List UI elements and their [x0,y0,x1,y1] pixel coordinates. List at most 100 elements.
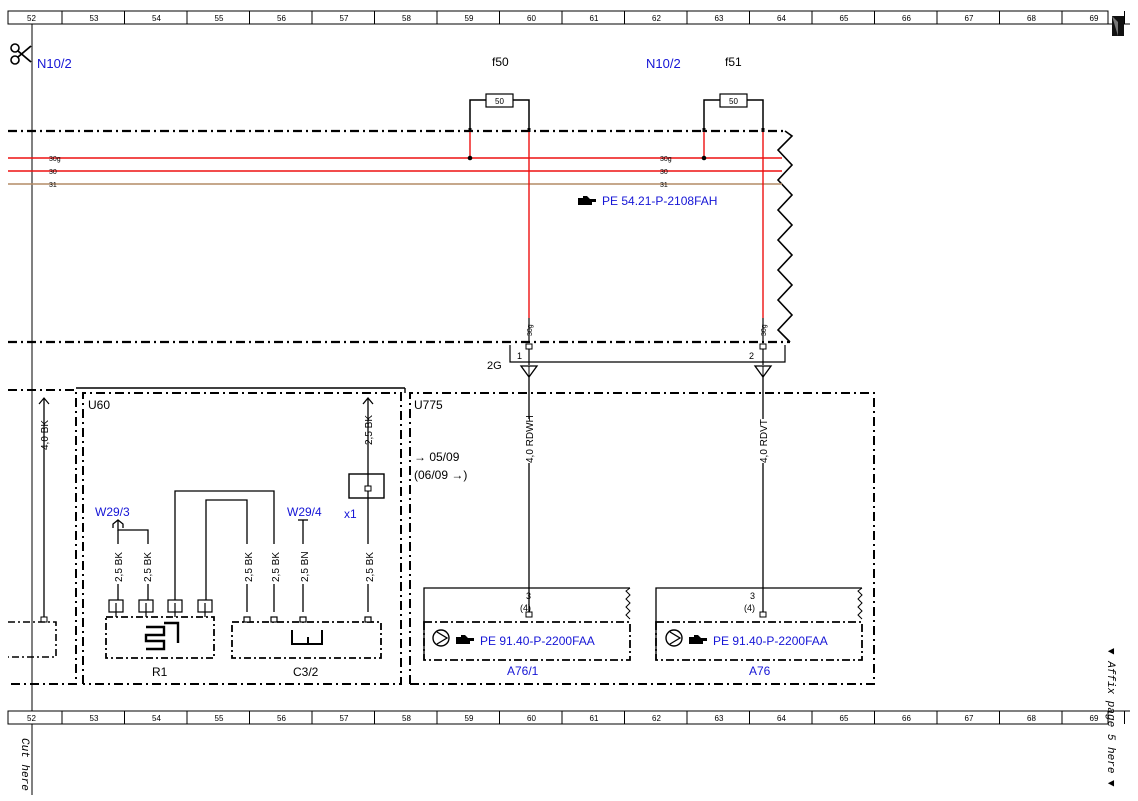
pointing-hand-icon [578,196,596,205]
top-number: 69 [1090,14,1099,23]
top-number: 68 [1027,14,1036,23]
bus-30-label-left: 30 [49,169,57,176]
lower-module-borders [8,389,875,685]
bottom-number: 59 [465,714,474,723]
bottom-number: 65 [840,714,849,723]
component-r1[interactable]: R1 [105,599,215,679]
top-number: 58 [402,14,411,23]
n10-label-left[interactable]: N10/2 [37,56,72,71]
bottom-number: 52 [27,714,36,723]
bottom-number: 57 [340,714,349,723]
wire-x1-top-label: 2,5 BK [364,415,375,445]
n10-module-border [8,129,794,344]
bottom-number: 55 [215,714,224,723]
a76-label[interactable]: A76 [749,664,771,678]
a76-1-ref[interactable]: PE 91.40-P-2200FAA [480,634,595,648]
bus-31-label-right: 31 [660,182,668,189]
a76-1-pin-alt: (4) [520,603,531,613]
top-number: 60 [527,14,536,23]
bottom-number: 54 [152,714,161,723]
ground-w29-3[interactable]: W29/3 [95,505,130,519]
fuse-f51: 50 [702,93,765,132]
bottom-number: 60 [527,714,536,723]
fuse-f50-label: f50 [492,55,509,69]
c3-2-label: C3/2 [293,665,319,679]
ground-x1[interactable]: x1 [344,507,357,521]
pe54-reference[interactable]: PE 54.21-P-2108FAH [578,194,717,208]
cut-here-note: Cut here [18,738,30,791]
top-number: 55 [215,14,224,23]
wire-c32-b-label: 2,5 BK [271,552,282,582]
fuse-f50: 50 [468,93,531,132]
a76-1-label[interactable]: A76/1 [507,664,539,678]
connector-name: 2G [487,360,502,372]
u775-wires: 4,0 RDWH 4,0 RDVT [520,377,772,612]
connector-2g: 2G 1 2 [487,343,786,379]
fuse-f51-value: 50 [729,97,738,106]
connector-pin2: 2 [749,351,754,361]
pump-icon [432,629,450,647]
wire-r1-a-label: 2,5 BK [114,552,125,582]
pin1-wire-label: 30g [527,324,534,336]
pointing-hand-icon [456,635,474,644]
date-range-a: → 05/09 [414,450,460,464]
fuse-f50-value: 50 [495,97,504,106]
bottom-number: 64 [777,714,786,723]
top-number: 52 [27,14,36,23]
top-number: 66 [902,14,911,23]
r1-label: R1 [152,665,168,679]
wire-left-label: 4,0 BK [40,420,51,450]
date-range-b: (06/09 →) [414,468,467,482]
bus-30g-label-right: 30g [660,156,672,163]
pointing-hand-icon [689,635,707,644]
ground-w29-4[interactable]: W29/4 [287,505,322,519]
fuse-output-wires: 30g 30g [527,132,768,342]
bottom-number: 66 [902,714,911,723]
a76-pin-alt: (4) [744,603,755,613]
bus-lines: 30g 30 31 30g 30 31 [8,132,782,189]
top-number: 65 [840,14,849,23]
top-number: 63 [715,14,724,23]
a76-ref[interactable]: PE 91.40-P-2200FAA [713,634,828,648]
bus-31-label-left: 31 [49,182,57,189]
page-corner-icon [1112,16,1124,36]
component-a76[interactable]: 3 (4) PE 91.40-P-2200FAA A76 [655,587,863,678]
pe54-ref-text[interactable]: PE 54.21-P-2108FAH [602,194,717,208]
scissors-icon[interactable] [10,43,32,65]
top-number: 54 [152,14,161,23]
top-number: 67 [965,14,974,23]
bottom-number: 56 [277,714,286,723]
top-number: 56 [277,14,286,23]
pin2-wire-label: 30g [761,324,768,336]
affix-note: ▼ Affix page 5 here ▼ [1104,648,1116,787]
pump-icon [665,629,683,647]
top-number: 62 [652,14,661,23]
top-number: 59 [465,14,474,23]
wire-x1-bottom-label: 2,5 BK [365,552,376,582]
wire-r1-b-label: 2,5 BK [143,552,154,582]
bottom-number: 69 [1090,714,1099,723]
top-number: 57 [340,14,349,23]
wire-c32-a-label: 2,5 BK [244,552,255,582]
wire-rdvt-label: 4,0 RDVT [759,419,770,463]
left-module-wire: 4,0 BK [8,397,57,658]
fuse-f51-label: f51 [725,55,742,69]
component-c3-2[interactable]: C3/2 [231,616,382,679]
bottom-number: 61 [590,714,599,723]
module-u775-label: U775 [414,398,443,412]
bottom-number: 58 [402,714,411,723]
top-number: 64 [777,14,786,23]
top-number: 53 [90,14,99,23]
n10-label-right[interactable]: N10/2 [646,56,681,71]
a76-pin: 3 [750,591,755,601]
wire-bn-label: 2,5 BN [300,551,311,582]
wire-rdwh-label: 4,0 RDWH [525,415,536,463]
component-a76-1[interactable]: 3 (4) PE 91.40-P-2200FAA A76/1 [423,587,631,678]
bus-30g-label-left: 30g [49,156,61,163]
module-u60-label: U60 [88,398,110,412]
bottom-number: 67 [965,714,974,723]
a76-1-pin: 3 [526,591,531,601]
connector-pin1: 1 [517,351,522,361]
